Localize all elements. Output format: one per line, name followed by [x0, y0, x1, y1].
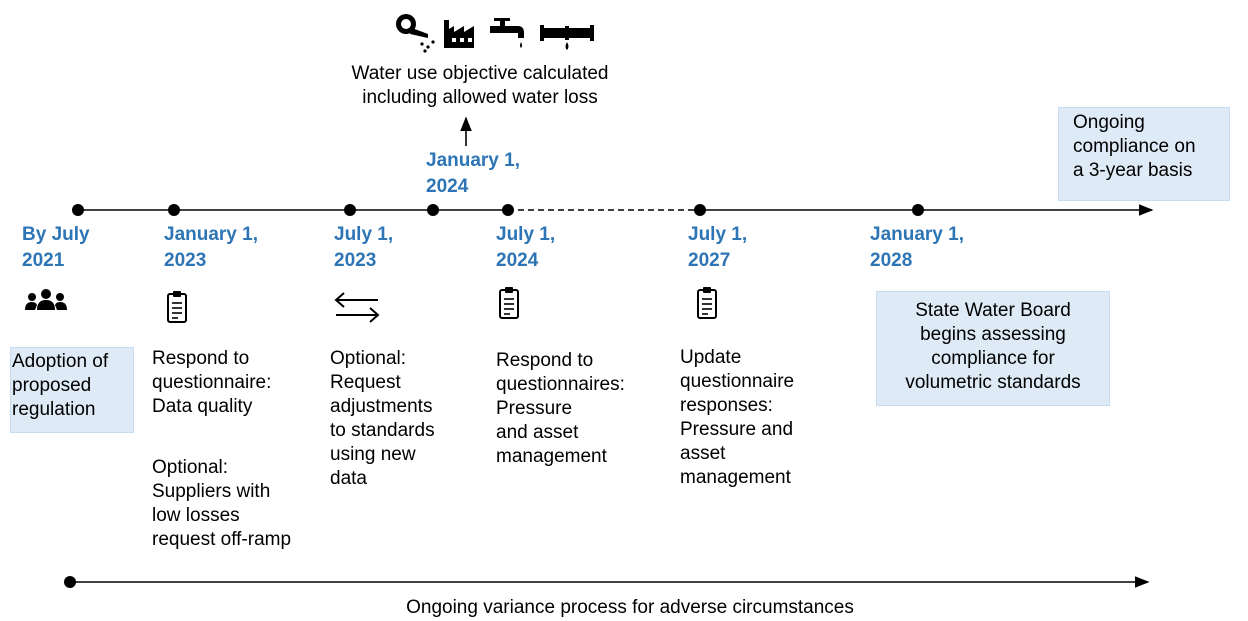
- adoption-line: Adoption of: [12, 351, 109, 372]
- text-line: management: [680, 467, 791, 488]
- milestone-2023-jan-text: Respond to questionnaire: Data quality: [152, 347, 271, 419]
- text-line: Respond to: [152, 348, 250, 369]
- date-line1: January 1,: [164, 224, 258, 245]
- ongoing-compliance-line2: compliance on: [1073, 136, 1196, 157]
- top-note-line1: Water use objective calculated: [351, 63, 609, 84]
- ongoing-compliance-box: Ongoing compliance on a 3-year basis: [1058, 107, 1230, 201]
- text-line: State Water Board: [915, 300, 1071, 321]
- text-line: Request: [330, 372, 401, 393]
- date-line2: 2027: [688, 250, 731, 271]
- text-line: Update: [680, 347, 742, 368]
- milestone-dot-2021: [72, 204, 84, 216]
- leaking-pipe-icon: [540, 25, 594, 50]
- date-line1: July 1,: [496, 224, 556, 245]
- text-line: responses:: [680, 395, 773, 416]
- text-line: low losses: [152, 505, 240, 526]
- text-line: request off-ramp: [152, 529, 292, 550]
- text-line: volumetric standards: [905, 372, 1081, 393]
- text-line: asset: [680, 443, 726, 464]
- text-line: Optional:: [330, 348, 407, 369]
- text-line: questionnaires:: [496, 374, 625, 395]
- date-line1: January 1,: [870, 224, 964, 245]
- milestone-dot-2024-jul: [502, 204, 514, 216]
- date-line2: 2024: [426, 176, 469, 197]
- faucet-icon: [490, 18, 524, 48]
- state-board-box: State Water Board begins assessing compl…: [876, 291, 1110, 406]
- milestone-2023-jul-text: Optional: Request adjustments to standar…: [330, 347, 435, 491]
- milestone-2024-jan-date: January 1, 2024: [426, 148, 520, 200]
- date-line2: 2028: [870, 250, 913, 271]
- milestone-2023-jul-date: July 1, 2023: [334, 222, 393, 274]
- milestone-2027-text: Update questionnaire responses: Pressure…: [680, 346, 794, 490]
- milestone-dot-2027: [694, 204, 706, 216]
- text-line: questionnaire:: [152, 372, 272, 393]
- ongoing-compliance-line1: Ongoing: [1073, 112, 1145, 133]
- date-line2: 2021: [22, 250, 65, 271]
- text-line: compliance for: [931, 348, 1055, 369]
- milestone-2027-date: July 1, 2027: [688, 222, 747, 274]
- text-line: and asset: [496, 422, 579, 443]
- text-line: questionnaire: [680, 371, 795, 392]
- text-line: data: [330, 468, 367, 489]
- date-line1: July 1,: [688, 224, 748, 245]
- milestone-dot-2023-jul: [344, 204, 356, 216]
- date-line2: 2023: [334, 250, 377, 271]
- text-line: Pressure: [496, 398, 573, 419]
- text-line: using new: [330, 444, 416, 465]
- top-icon-row: [392, 6, 602, 54]
- text-line: Data quality: [152, 396, 253, 417]
- text-line: begins assessing: [920, 324, 1066, 345]
- variance-label: Ongoing variance process for adverse cir…: [406, 597, 854, 618]
- text-line: Optional:: [152, 457, 229, 478]
- milestone-2021-date: By July 2021: [22, 222, 90, 274]
- date-line2: 2024: [496, 250, 539, 271]
- milestone-2024-jul-text: Respond to questionnaires: Pressure and …: [496, 349, 625, 469]
- text-line: Suppliers with: [152, 481, 271, 502]
- milestone-2024-jul-date: July 1, 2024: [496, 222, 555, 274]
- adoption-box: Adoption of proposed regulation: [10, 347, 134, 433]
- milestone-dot-2023-jan: [168, 204, 180, 216]
- milestone-dot-2024-jan: [427, 204, 439, 216]
- factory-icon: [444, 20, 474, 48]
- date-line1: By July: [22, 224, 90, 245]
- adoption-line: proposed: [12, 375, 92, 396]
- adoption-line: regulation: [12, 399, 96, 420]
- milestone-2023-jan-date: January 1, 2023: [164, 222, 258, 274]
- milestone-dot-2028: [912, 204, 924, 216]
- ongoing-compliance-line3: a 3-year basis: [1073, 160, 1193, 181]
- watering-can-icon: [396, 14, 435, 53]
- text-line: Pressure and: [680, 419, 794, 440]
- text-line: adjustments: [330, 396, 433, 417]
- text-line: to standards: [330, 420, 435, 441]
- milestone-2028-date: January 1, 2028: [870, 222, 964, 274]
- date-line1: January 1,: [426, 150, 520, 171]
- text-line: Respond to: [496, 350, 594, 371]
- date-line1: July 1,: [334, 224, 394, 245]
- variance-dot: [64, 576, 76, 588]
- milestone-2023-jan-optional: Optional: Suppliers with low losses requ…: [152, 456, 291, 552]
- top-note-line2: including allowed water loss: [362, 87, 598, 108]
- date-line2: 2023: [164, 250, 207, 271]
- top-note: Water use objective calculated including…: [296, 62, 664, 110]
- text-line: management: [496, 446, 607, 467]
